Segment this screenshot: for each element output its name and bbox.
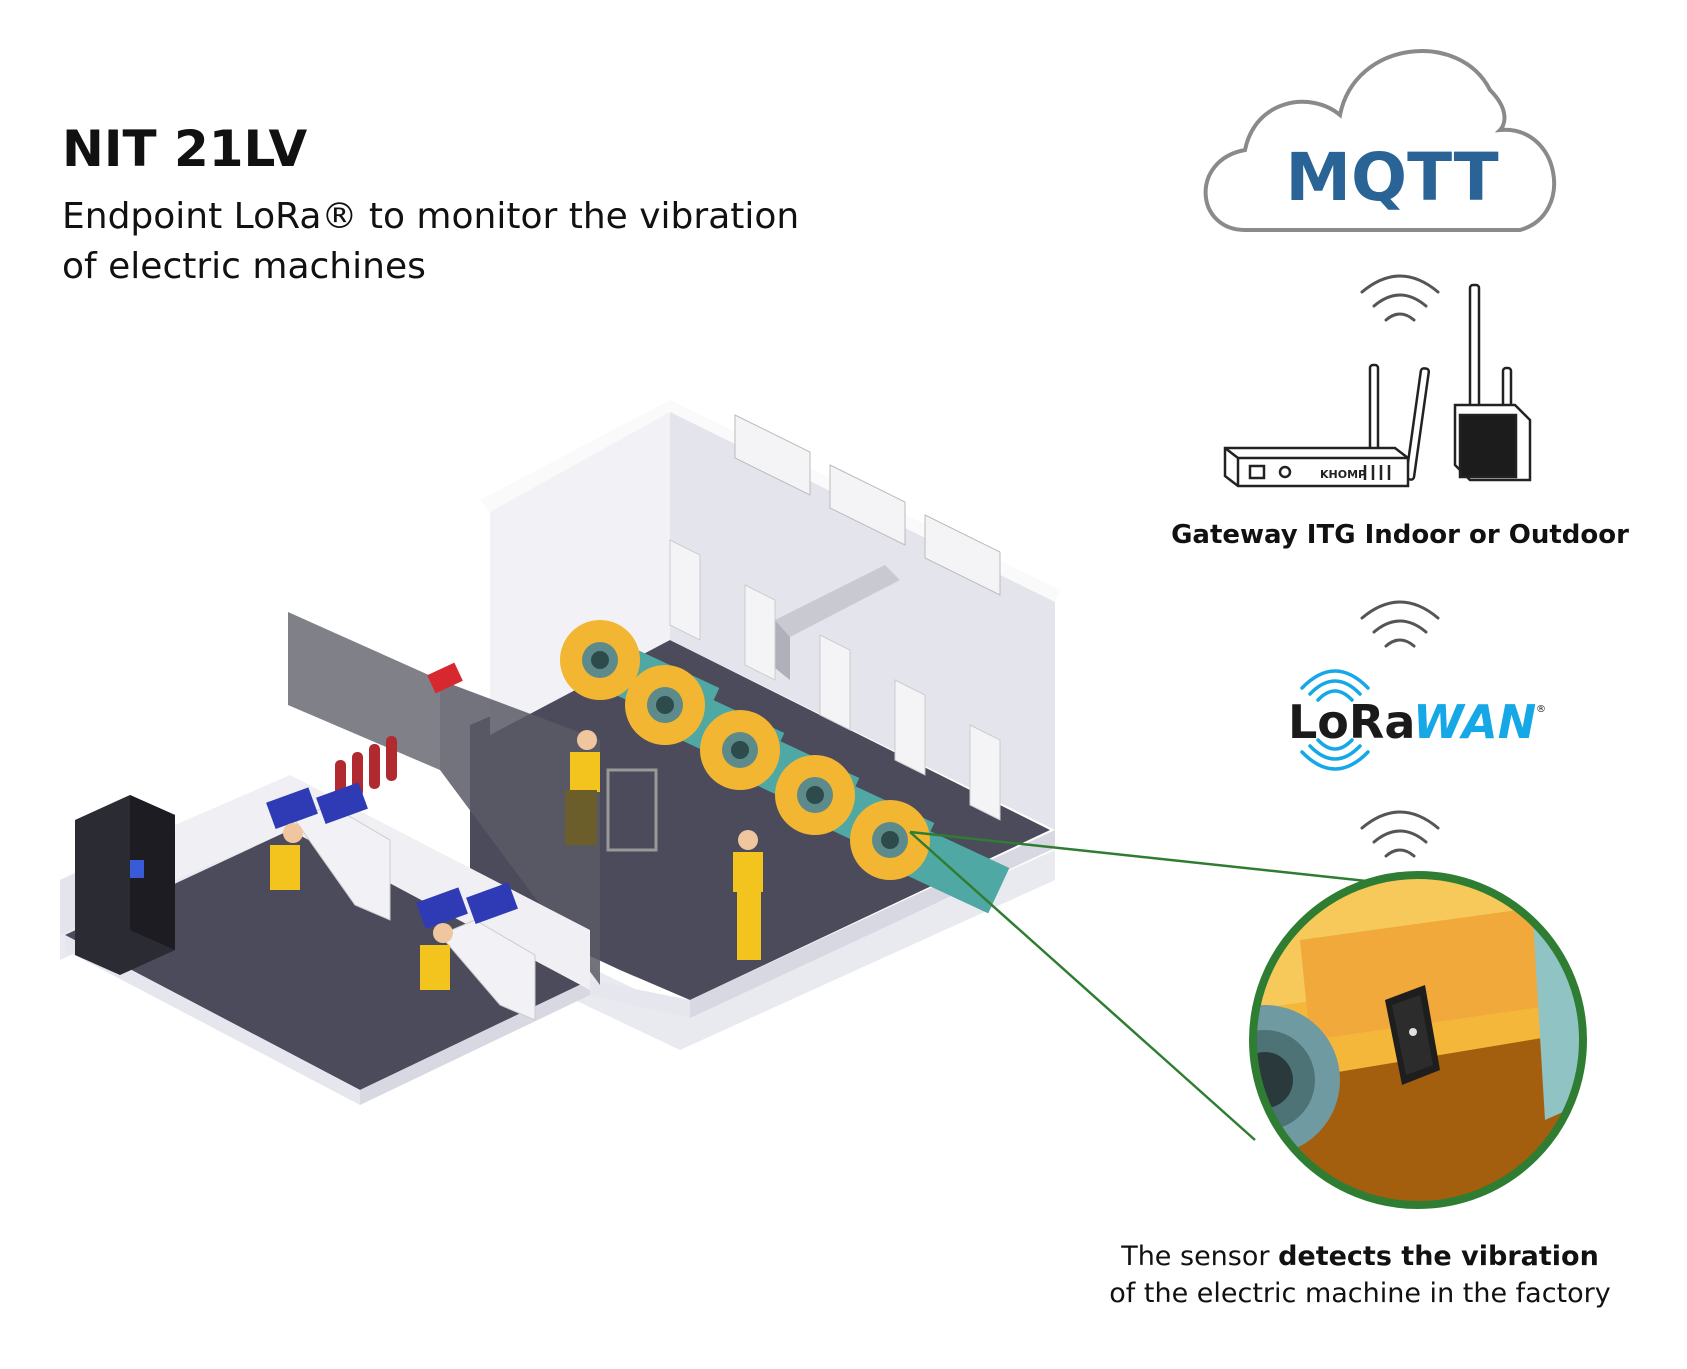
sensor-zoom <box>1253 875 1583 1205</box>
machine-row <box>560 620 1010 914</box>
gateway-label: Gateway ITG Indoor or Outdoor <box>1171 520 1629 550</box>
lorawan-logo: LoRa WAN ® <box>1288 669 1546 771</box>
page-title: NIT 21LV <box>62 120 308 178</box>
caption-line-1: The sensor detects the vibration <box>1060 1238 1660 1275</box>
wifi-icon <box>1360 600 1440 648</box>
lorawan-reg-mark: ® <box>1536 704 1546 715</box>
subtitle-line-2: of electric machines <box>62 246 426 287</box>
wifi-icon <box>1360 274 1440 322</box>
wan-text: WAN <box>1413 695 1536 749</box>
subtitle-line-1: Endpoint LoRa® to monitor the vibration <box>62 196 800 237</box>
zoom-line-bottom <box>909 831 1256 1141</box>
outdoor-gateway-icon <box>1453 283 1532 482</box>
caption-line-2: of the electric machine in the factory <box>1109 1278 1611 1309</box>
caption-prefix: The sensor <box>1121 1241 1279 1272</box>
zoom-ring <box>1249 871 1587 1209</box>
page-subtitle: Endpoint LoRa® to monitor the vibration … <box>62 192 962 292</box>
cloud-icon <box>1203 49 1556 232</box>
factory-illustration <box>60 400 1060 1105</box>
sensor-caption: The sensor detects the vibration of the … <box>1060 1238 1660 1312</box>
router-brand: KHOMP <box>1320 468 1366 481</box>
caption-bold: detects the vibration <box>1278 1241 1599 1272</box>
zoom-line-top <box>909 830 1386 885</box>
sensor-icon <box>1385 985 1440 1085</box>
router-icon: KHOMP <box>1223 363 1431 488</box>
mqtt-label: MQTT <box>1285 139 1498 216</box>
wifi-icon <box>1360 810 1440 858</box>
lora-text: LoRa <box>1288 695 1415 749</box>
